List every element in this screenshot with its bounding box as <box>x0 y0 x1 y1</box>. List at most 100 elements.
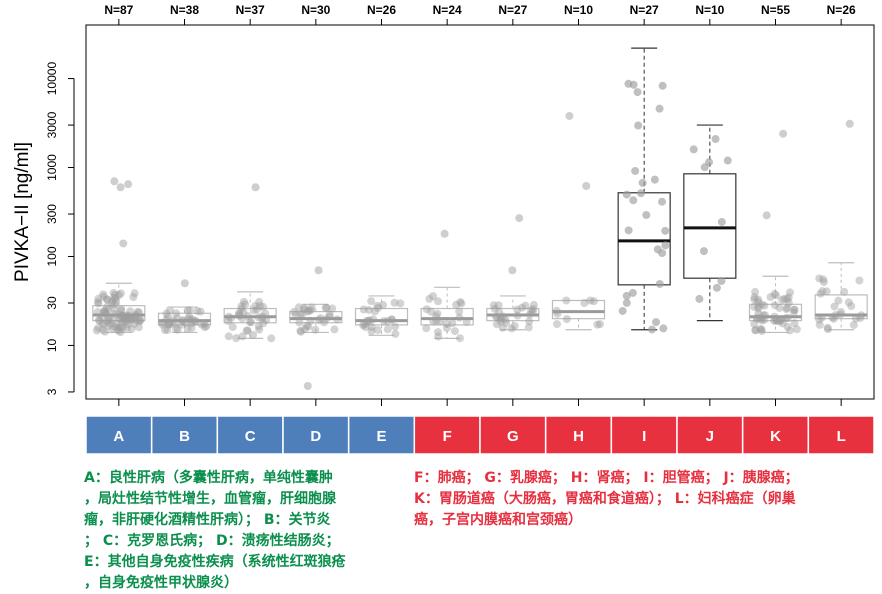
box <box>617 192 671 286</box>
data-point <box>815 274 824 283</box>
data-point <box>434 297 443 306</box>
data-point <box>593 320 602 329</box>
data-point <box>776 316 785 325</box>
data-point <box>642 211 651 220</box>
data-point <box>784 293 793 302</box>
data-point <box>367 323 376 332</box>
data-point <box>224 332 233 341</box>
data-point <box>432 317 441 326</box>
data-point <box>772 316 781 325</box>
data-point <box>114 291 123 300</box>
data-point <box>191 316 200 325</box>
data-point <box>836 310 845 319</box>
cancer-legend: F：肺癌； G：乳腺癌； H：肾癌； I：胆管癌； J：胰腺癌； K：胃肠道癌（… <box>414 468 874 531</box>
data-point <box>117 305 126 314</box>
data-point <box>111 322 120 331</box>
data-point <box>830 302 839 311</box>
data-point <box>109 288 118 297</box>
data-point <box>112 319 121 328</box>
data-point <box>160 325 169 334</box>
data-point <box>490 304 499 313</box>
data-point <box>770 301 779 310</box>
data-point <box>162 309 171 318</box>
group-cell-D <box>282 415 350 455</box>
group-cell-I <box>610 415 678 455</box>
data-point <box>98 325 107 334</box>
data-point <box>370 307 379 316</box>
data-point <box>757 316 766 325</box>
benign-legend-line: A：良性肝病（多囊性肝病，单纯性囊肿 <box>84 470 333 486</box>
data-point <box>243 326 252 335</box>
data-point <box>239 297 248 306</box>
data-point <box>164 320 173 329</box>
data-point <box>777 315 786 324</box>
data-point <box>778 319 787 328</box>
sample-size-label: N=30 <box>301 3 330 17</box>
data-point <box>106 319 115 328</box>
outlier-point <box>508 266 517 275</box>
sample-size-label: N=27 <box>630 3 659 17</box>
data-point <box>494 301 503 310</box>
data-point <box>131 311 140 320</box>
data-point <box>847 301 856 310</box>
data-point <box>552 306 561 315</box>
group-label: K <box>770 428 781 445</box>
data-point <box>93 298 102 307</box>
data-point <box>249 306 258 315</box>
data-point <box>851 314 860 323</box>
data-point <box>751 326 760 335</box>
data-point <box>782 314 791 323</box>
cancer-legend-line: F：肺癌； G：乳腺癌； H：肾癌； I：胆管癌； J：胰腺癌； <box>414 470 799 486</box>
data-point <box>361 323 370 332</box>
data-point <box>110 310 119 319</box>
data-point <box>648 325 657 334</box>
data-point <box>790 305 799 314</box>
outlier-point <box>124 180 133 189</box>
data-point <box>754 304 763 313</box>
cancer-legend-line: 癌，子宫内膜癌和宫颈癌） <box>414 512 582 528</box>
box <box>157 312 212 326</box>
data-point <box>330 325 339 334</box>
data-point <box>125 315 134 324</box>
boxes <box>92 47 868 339</box>
data-point <box>129 293 138 302</box>
outlier-point <box>119 239 128 248</box>
data-point <box>296 326 305 335</box>
data-point <box>653 245 662 254</box>
data-point <box>831 311 840 320</box>
data-point <box>176 320 185 329</box>
data-point <box>498 312 507 321</box>
data-point <box>815 315 824 324</box>
data-point <box>104 305 113 314</box>
data-point <box>202 322 211 331</box>
outlier-point <box>180 279 189 288</box>
group-label: E <box>376 428 386 445</box>
data-point <box>108 324 117 333</box>
data-point <box>255 302 264 311</box>
y-tick-label: 30 <box>45 296 59 310</box>
data-point <box>119 316 128 325</box>
data-point <box>422 324 431 333</box>
group-cell-H <box>544 415 613 455</box>
data-point <box>659 324 668 333</box>
box <box>814 294 868 320</box>
y-tick-label: 1000 <box>45 154 59 181</box>
data-point <box>754 302 763 311</box>
data-point <box>661 226 670 235</box>
data-point <box>753 313 762 322</box>
data-point <box>750 320 759 329</box>
data-point <box>489 301 498 310</box>
data-point <box>379 317 388 326</box>
data-point <box>123 320 132 329</box>
data-point <box>456 298 465 307</box>
data-point <box>495 307 504 316</box>
box-group-L <box>814 262 868 331</box>
data-point <box>239 307 248 316</box>
data-point <box>436 317 445 326</box>
data-point <box>120 315 129 324</box>
data-point <box>104 314 113 323</box>
data-point <box>249 330 258 339</box>
data-point <box>228 322 237 331</box>
data-point <box>99 307 108 316</box>
data-point <box>751 287 760 296</box>
